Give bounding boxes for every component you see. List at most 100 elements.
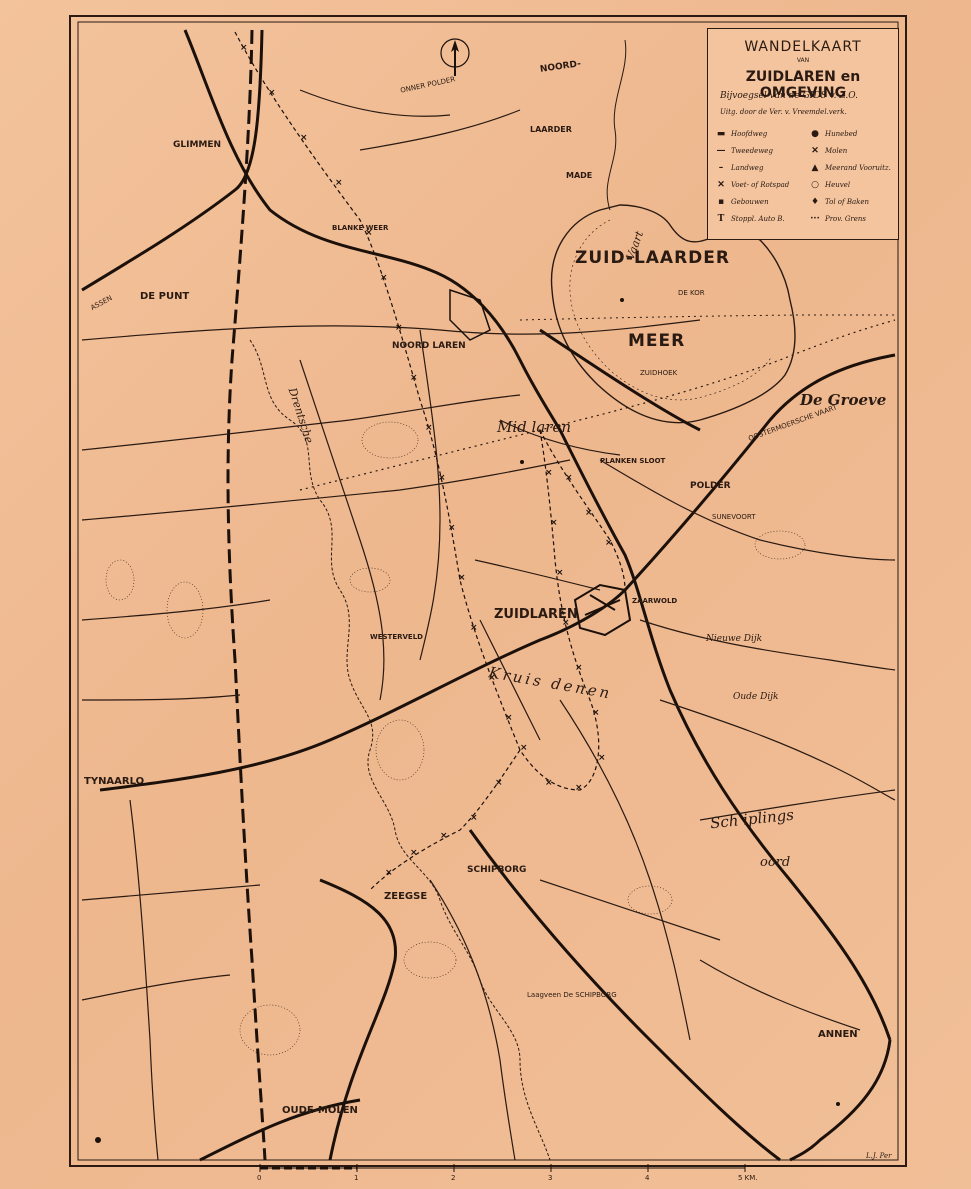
label-westerveld: WESTERVELD — [370, 633, 423, 641]
road-zeegse-south — [319, 878, 398, 1161]
svg-text:×: × — [385, 868, 393, 878]
map-legend: WANDELKAART VAN ZUIDLAREN en OMGEVING Bi… — [707, 28, 899, 240]
label-schipborg-laag: Laagveen De SCHIPBORG — [527, 991, 617, 999]
svg-text:×: × — [410, 848, 418, 858]
hunebed-markers — [95, 298, 840, 1143]
road-oude-molen — [199, 1098, 361, 1162]
svg-text:×: × — [550, 518, 558, 528]
road-north-south-main — [183, 29, 892, 1041]
svg-text:×: × — [268, 88, 276, 98]
label-tynaarlo: TYNAARLO — [84, 776, 145, 787]
lake-zuidlaardermeer — [550, 204, 796, 424]
label-zeegse: ZEEGSE — [384, 891, 428, 902]
road-noord-vaart — [539, 328, 701, 432]
village-zuidlaren-block — [573, 583, 632, 637]
label-oude-molen: OUDE-MOLEN — [282, 1105, 358, 1116]
label-meer: MEER — [628, 331, 686, 351]
label-polder: POLDER — [690, 481, 731, 491]
label-de-punt: DE PUNT — [140, 291, 190, 302]
legend-item-gebouwen: ▪Gebouwen — [717, 197, 769, 207]
road-zuidlaren-east — [623, 353, 896, 592]
svg-text:×: × — [565, 473, 573, 483]
legend-item-landweg: –Landweg — [718, 163, 764, 173]
svg-text:×: × — [458, 573, 466, 583]
svg-text:×: × — [470, 623, 478, 633]
svg-text:×: × — [380, 273, 388, 283]
legend-title: WANDELKAART — [744, 39, 862, 55]
scale-label-5: 5 KM. — [738, 1174, 758, 1182]
legend-item-grens: ···Prov. Grens — [810, 214, 867, 224]
label-glimmen: GLIMMEN — [173, 140, 222, 150]
legend-item-molen: ✕Molen — [811, 146, 848, 156]
legend-publisher: Uitg. door de Ver. v. Vreemdel.verk. — [720, 108, 847, 116]
svg-text:×: × — [395, 323, 403, 333]
label-schipborg: SCHIPBORG — [467, 865, 527, 875]
village-noordlaren-block — [449, 288, 491, 341]
svg-text:×: × — [505, 713, 513, 723]
road-zuidlaren-annen — [468, 829, 781, 1162]
scale-label-4: 4 — [645, 1174, 650, 1182]
province-border-2 — [519, 314, 895, 321]
legend-title-van: VAN — [796, 57, 810, 64]
svg-text:×: × — [488, 673, 496, 683]
label-de-kor: DE KOR — [678, 289, 705, 297]
label-laarder: LAARDER — [530, 125, 572, 134]
svg-text:×: × — [585, 508, 593, 518]
heath-patches — [105, 421, 806, 1056]
svg-text:×: × — [365, 228, 373, 238]
legend-item-heuvel: ○Heuvel — [811, 180, 851, 190]
svg-text:×: × — [240, 43, 248, 53]
scale-label-1: 1 — [354, 1174, 359, 1182]
label-de-groeve: De Groeve — [800, 391, 887, 409]
label-zuidlaarder: ZUID-LAARDER — [575, 248, 730, 268]
label-zuidhoek: ZUIDHOEK — [640, 369, 678, 377]
svg-text:×: × — [335, 178, 343, 188]
svg-text:×: × — [605, 538, 613, 548]
svg-text:×: × — [438, 473, 446, 483]
map-inner-frame — [77, 21, 899, 1161]
river-to-north — [606, 39, 627, 211]
label-noordlaren: NOORD LAREN — [392, 341, 466, 351]
label-zuidlaren: ZUIDLAREN — [494, 607, 578, 622]
scale-label-0: 0 — [257, 1174, 262, 1182]
map-frame — [69, 15, 907, 1167]
label-oord: oord — [760, 855, 791, 870]
svg-text:×: × — [575, 663, 583, 673]
svg-text:×: × — [300, 133, 308, 143]
river-drentsche-aa — [249, 339, 551, 1161]
label-made: MADE — [566, 171, 593, 180]
label-blanke-weer: BLANKE WEER — [332, 224, 389, 232]
legend-item-tweedeweg: —Tweedeweg — [716, 146, 773, 156]
scale-label-2: 2 — [451, 1174, 456, 1182]
svg-text:×: × — [562, 618, 570, 628]
svg-text:×: × — [545, 468, 553, 478]
label-nieuwe-dijk: Nieuwe Dijk — [706, 634, 763, 644]
legend-publisher-note: Bijvoegsel van de GIDS v. Z.O. — [720, 91, 859, 101]
svg-text:×: × — [556, 568, 564, 578]
label-oude-dijk: Oude Dijk — [733, 692, 779, 702]
scale-label-3: 3 — [548, 1174, 553, 1182]
legend-item-tol: ♦Tol of Baken — [810, 197, 870, 207]
svg-text:×: × — [495, 778, 503, 788]
legend-item-hunebed: ●Hunebed — [811, 129, 858, 139]
label-sunevoort: SUNEVOORT — [712, 513, 756, 521]
svg-text:×: × — [440, 831, 448, 841]
svg-text:×: × — [520, 743, 528, 753]
main-roads — [81, 29, 896, 1162]
north-arrow-icon — [440, 38, 470, 76]
label-midlaren: Mid laren — [497, 418, 571, 436]
svg-text:×: × — [470, 813, 478, 823]
svg-text:×: × — [410, 373, 418, 383]
svg-text:×: × — [575, 783, 583, 793]
svg-text:×: × — [545, 778, 553, 788]
road-annen-east — [789, 1039, 892, 1162]
svg-text:×: × — [425, 423, 433, 433]
legend-item-meerand: ▲Meerand Vooruitz. — [811, 163, 891, 173]
label-annen: ANNEN — [818, 1029, 858, 1040]
legend-item-voetpad: ✕Voet- of Rotspad — [717, 180, 790, 190]
road-glimmen-west — [81, 29, 264, 292]
footpath-crosses: ×××× ×××× ×××× ×××× ×××× ×××× ×××× ××××× — [240, 43, 613, 878]
legend-subtitle: ZUIDLAREN en OMGEVING — [745, 69, 861, 101]
